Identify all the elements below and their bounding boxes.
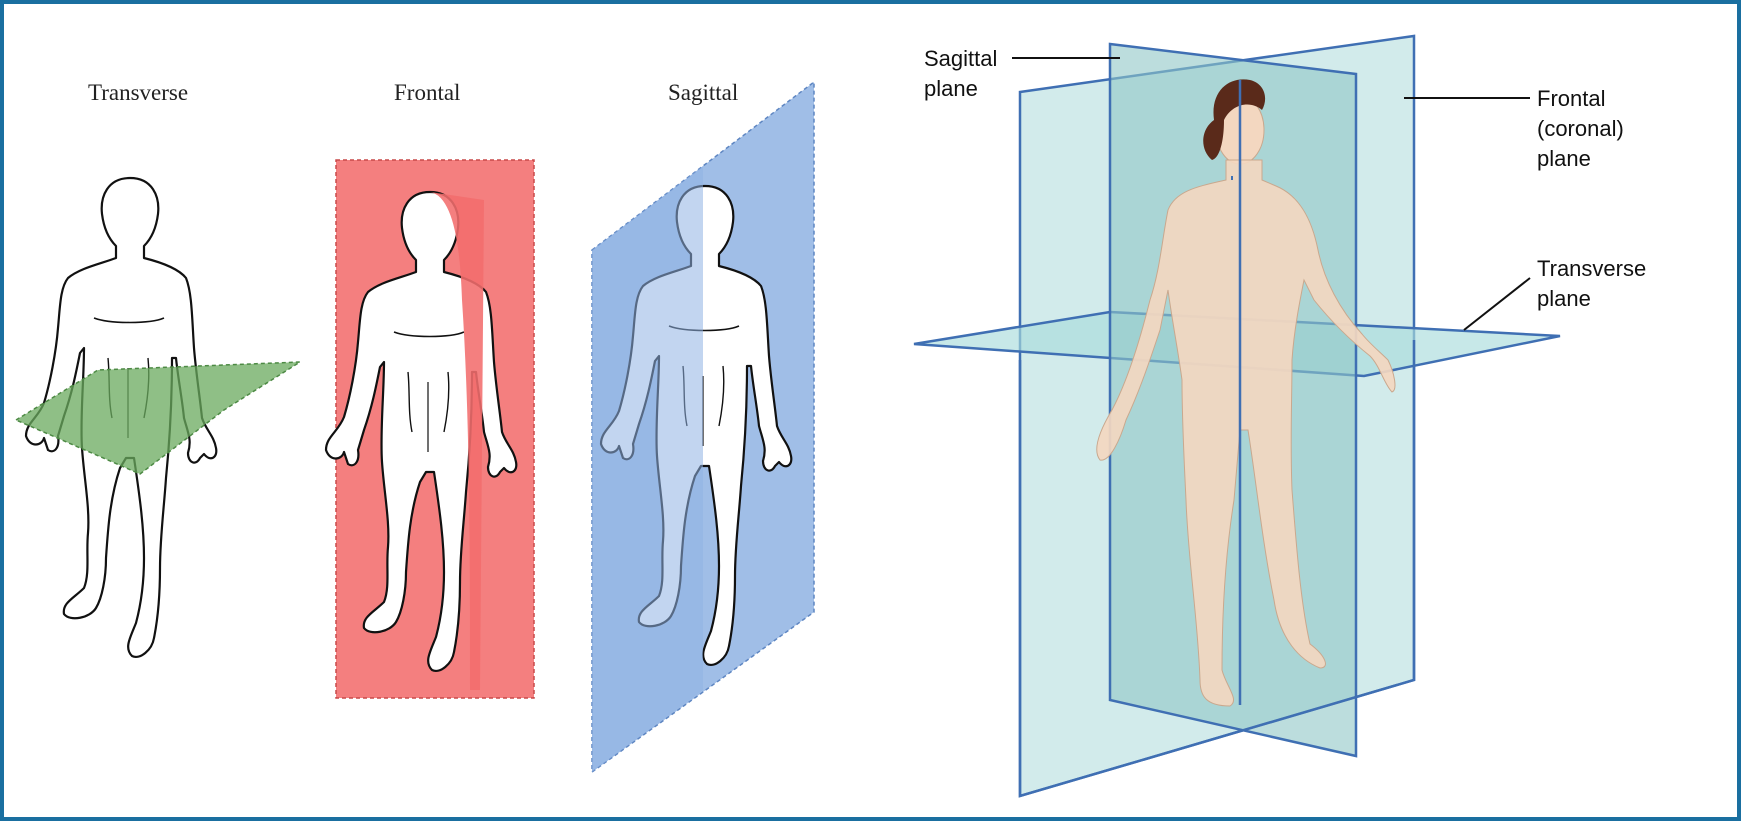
frontal-label-line1: Frontal xyxy=(1537,84,1624,114)
frontal-label-line2: (coronal) xyxy=(1537,114,1624,144)
transverse-plane-label: Transverse plane xyxy=(1537,254,1646,314)
frontal-label-line3: plane xyxy=(1537,144,1624,174)
three-planes-diagram xyxy=(914,36,1560,796)
frontal-title: Frontal xyxy=(394,80,460,106)
sagittal-figure xyxy=(592,82,814,772)
frontal-figure xyxy=(326,160,534,698)
transverse-title: Transverse xyxy=(88,80,188,106)
transverse-leader xyxy=(1464,278,1530,330)
sagittal-title: Sagittal xyxy=(668,80,738,106)
sagittal-plane-label: Sagittal plane xyxy=(924,44,997,104)
sagittal-label-line1: Sagittal xyxy=(924,44,997,74)
transverse-label-line2: plane xyxy=(1537,284,1646,314)
transverse-figure xyxy=(16,178,300,657)
sagittal-label-line2: plane xyxy=(924,74,997,104)
frontal-plane-label: Frontal (coronal) plane xyxy=(1537,84,1624,174)
transverse-label-line1: Transverse xyxy=(1537,254,1646,284)
